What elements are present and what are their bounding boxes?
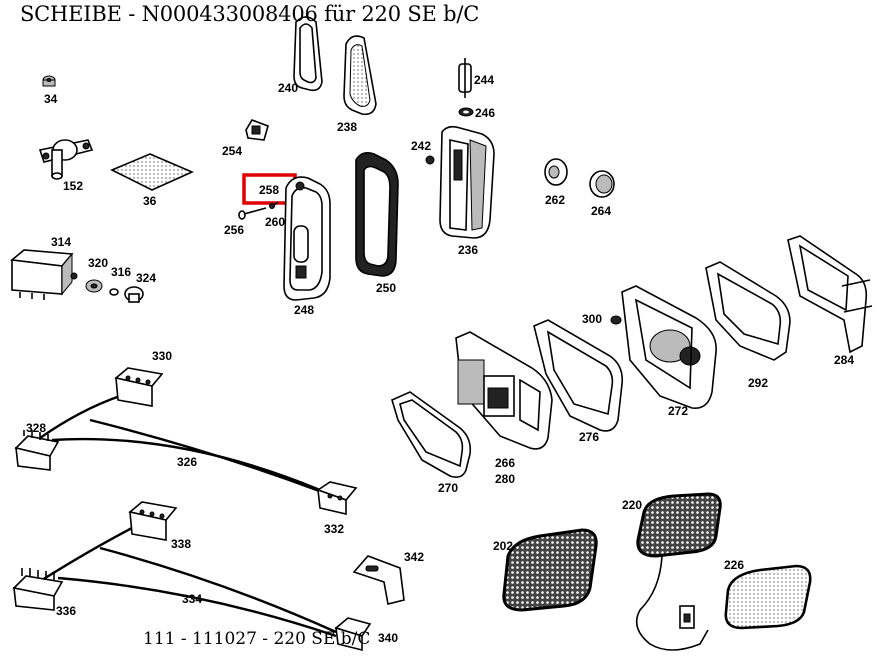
label-266: 266 [495, 456, 515, 470]
part-272-reflector-housing[interactable] [621, 285, 717, 409]
footer-caption: 111 - 111027 - 220 SE b/C [143, 629, 371, 649]
label-254: 254 [222, 144, 242, 158]
part-324-knob[interactable] [124, 286, 144, 303]
part-336-connector[interactable] [12, 568, 64, 611]
label-276: 276 [579, 430, 599, 444]
label-152: 152 [63, 179, 83, 193]
label-34: 34 [44, 92, 58, 106]
part-34-nut[interactable] [42, 75, 56, 87]
label-270: 270 [438, 481, 458, 495]
label-36: 36 [143, 194, 157, 208]
label-342: 342 [404, 550, 424, 564]
label-292: 292 [748, 376, 768, 390]
label-256: 256 [224, 223, 244, 237]
part-226-lens[interactable] [724, 564, 812, 630]
label-220: 220 [622, 498, 642, 512]
label-280: 280 [495, 472, 515, 486]
part-36-gasket-pad[interactable] [110, 153, 194, 191]
part-242-clip[interactable] [425, 155, 435, 165]
label-328: 328 [26, 421, 46, 435]
part-314-relay[interactable] [10, 249, 78, 300]
label-236: 236 [458, 243, 478, 257]
page-title: SCHEIBE - N000433008406 für 220 SE b/C [20, 2, 480, 26]
part-236-housing[interactable] [439, 125, 495, 239]
label-334: 334 [182, 592, 202, 606]
part-270-gasket[interactable] [391, 391, 472, 478]
label-260: 260 [265, 215, 285, 229]
part-342-plate[interactable] [352, 555, 405, 605]
wiring-harness-334[interactable] [41, 526, 337, 638]
part-248-housing[interactable] [283, 176, 331, 301]
part-260-screw[interactable] [269, 201, 279, 209]
part-328-connector[interactable] [14, 430, 60, 471]
label-240: 240 [278, 81, 298, 95]
label-316: 316 [111, 265, 131, 279]
part-256-screw[interactable] [238, 207, 267, 220]
label-320: 320 [88, 256, 108, 270]
label-264: 264 [591, 204, 611, 218]
part-250-frame[interactable] [355, 152, 399, 277]
label-242: 242 [411, 139, 431, 153]
label-202: 202 [493, 539, 513, 553]
part-320-grommet[interactable] [85, 279, 103, 293]
part-202-grille[interactable] [502, 528, 598, 612]
part-300-screw[interactable] [610, 315, 622, 325]
label-340: 340 [378, 631, 398, 645]
label-226: 226 [724, 558, 744, 572]
part-292-frame[interactable] [705, 261, 791, 361]
label-272: 272 [668, 404, 688, 418]
label-326: 326 [177, 455, 197, 469]
label-314: 314 [51, 235, 71, 249]
label-284: 284 [834, 353, 854, 367]
part-284-bracket-frame[interactable] [787, 235, 873, 354]
part-266-lamp-assembly[interactable] [455, 331, 553, 450]
label-238: 238 [337, 120, 357, 134]
label-300: 300 [582, 312, 602, 326]
label-332: 332 [324, 522, 344, 536]
label-246: 246 [475, 106, 495, 120]
part-254-bracket[interactable] [245, 119, 269, 141]
part-240-gasket[interactable] [293, 16, 323, 92]
wiring-harness-326[interactable] [39, 394, 323, 494]
label-258: 258 [259, 183, 279, 197]
label-324: 324 [136, 271, 156, 285]
part-276-frame[interactable] [533, 319, 624, 432]
part-220-grille[interactable] [635, 492, 722, 651]
label-338: 338 [171, 537, 191, 551]
part-238-lens[interactable] [343, 35, 377, 116]
part-262-cap[interactable] [544, 158, 568, 186]
label-262: 262 [545, 193, 565, 207]
label-244: 244 [474, 73, 494, 87]
label-336: 336 [56, 604, 76, 618]
part-330-connector[interactable] [114, 367, 164, 407]
label-248: 248 [294, 303, 314, 317]
part-246-washer[interactable] [458, 107, 474, 117]
part-316-washer[interactable] [109, 288, 119, 296]
part-340-connector[interactable] [334, 617, 372, 652]
part-244-bulb[interactable] [458, 58, 472, 98]
part-264-cap[interactable] [589, 170, 615, 198]
part-152-lamp-socket[interactable] [38, 139, 94, 180]
label-330: 330 [152, 349, 172, 363]
part-332-connector[interactable] [316, 481, 358, 516]
label-250: 250 [376, 281, 396, 295]
part-338-connector[interactable] [128, 501, 178, 541]
